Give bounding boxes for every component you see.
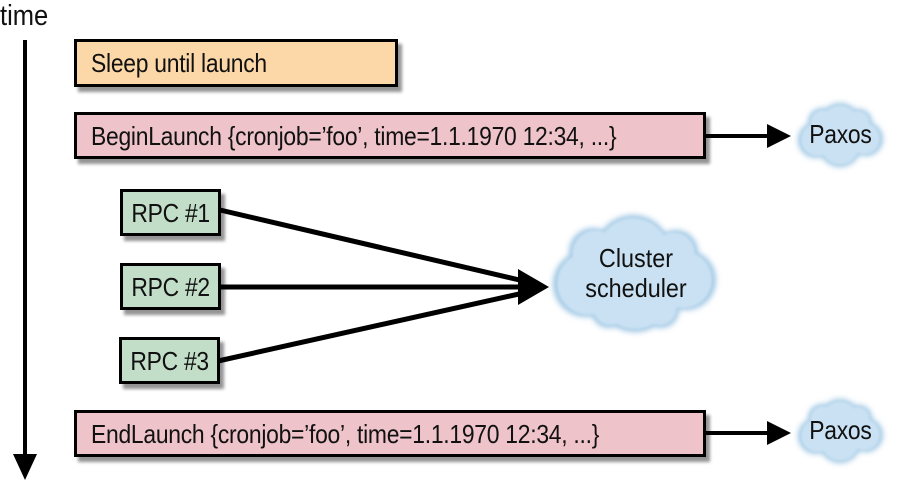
cluster-scheduler-cloud: Cluster scheduler bbox=[531, 208, 741, 340]
cloud-icon bbox=[553, 215, 716, 332]
paxos-cloud-top: Paxos bbox=[786, 94, 894, 174]
sleep-until-launch-box: Sleep until launch bbox=[74, 39, 398, 87]
paxos-cloud-bottom: Paxos bbox=[786, 390, 894, 470]
rpc-2-box: RPC #2 bbox=[120, 263, 221, 310]
time-axis-arrowhead-icon bbox=[13, 454, 37, 480]
rpc3-to-scheduler-line bbox=[217, 289, 529, 364]
time-axis-label: time bbox=[0, 0, 49, 32]
begin-launch-label: BeginLaunch {cronjob=’foo’, time=1.1.197… bbox=[91, 120, 617, 151]
end-launch-box: EndLaunch {cronjob=’foo’, time=1.1.1970 … bbox=[74, 410, 706, 457]
paxos-bottom-label: Paxos bbox=[808, 415, 872, 445]
cloud-icon bbox=[798, 103, 883, 167]
cluster-scheduler-label: Cluster scheduler bbox=[585, 243, 687, 303]
rpc-2-label: RPC #2 bbox=[131, 271, 210, 302]
rpc-3-box: RPC #3 bbox=[119, 337, 220, 384]
paxos-top-label: Paxos bbox=[808, 119, 872, 149]
cloud-icon bbox=[798, 399, 883, 463]
rpc-1-box: RPC #1 bbox=[120, 189, 221, 236]
rpc1-to-scheduler-line bbox=[219, 207, 529, 285]
sleep-until-launch-label: Sleep until launch bbox=[91, 48, 267, 78]
end-launch-label: EndLaunch {cronjob=’foo’, time=1.1.1970 … bbox=[91, 418, 600, 449]
rpc-3-label: RPC #3 bbox=[130, 345, 209, 376]
begin-launch-box: BeginLaunch {cronjob=’foo’, time=1.1.197… bbox=[74, 112, 706, 159]
rpc-1-label: RPC #1 bbox=[131, 197, 210, 228]
